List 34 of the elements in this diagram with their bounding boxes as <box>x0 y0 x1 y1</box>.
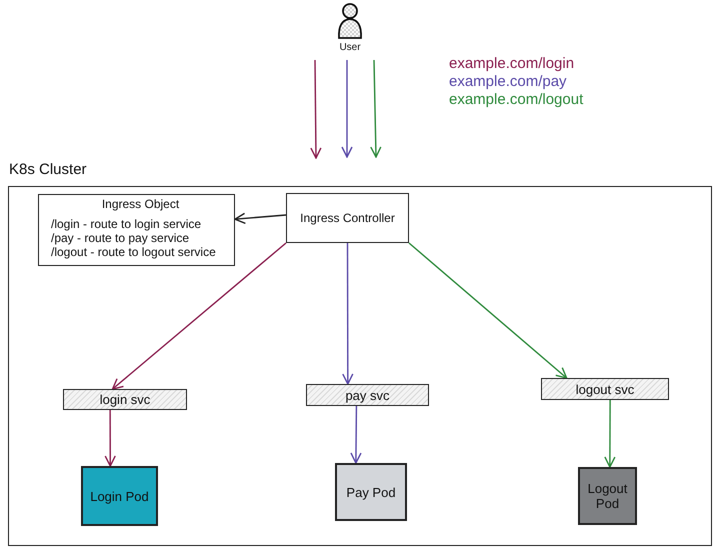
cluster-title: K8s Cluster <box>9 161 87 178</box>
box-label: pay svc <box>345 388 390 402</box>
arrow <box>370 60 382 158</box>
arrow <box>342 243 354 385</box>
route-rule: /login - route to login service <box>51 217 202 231</box>
pod-box <box>335 463 407 521</box>
service-box <box>63 389 187 410</box>
box-label: Login Pod <box>90 488 149 504</box>
box-label: login svc <box>100 392 150 407</box>
url-label: example.com/logout <box>449 91 584 108</box>
box-label: Ingress Controller <box>300 211 395 225</box>
arrow <box>112 242 286 390</box>
route-rule: /pay - route to pay service <box>51 231 190 245</box>
pod-box <box>81 466 158 526</box>
pod-box <box>578 467 637 525</box>
ingress-object-box <box>38 194 235 266</box>
service-box <box>306 384 429 406</box>
arrow <box>104 410 116 467</box>
url-label: example.com/pay <box>449 73 567 90</box>
controller-box <box>286 193 409 243</box>
box-label: Pay Pod <box>346 484 396 500</box>
arrow <box>310 60 322 159</box>
user-label: User <box>339 42 361 53</box>
arrow <box>408 242 568 379</box>
box-label: Logout Pod <box>586 481 628 511</box>
box-label: logout svc <box>576 382 634 396</box>
box-title: Ingress Object <box>102 197 180 211</box>
service-box <box>541 378 669 400</box>
arrow <box>604 400 616 468</box>
url-label: example.com/login <box>449 55 574 72</box>
arrow <box>341 60 353 158</box>
arrow <box>350 406 362 464</box>
route-rule: /logout - route to logout service <box>51 245 217 259</box>
arrow <box>234 212 286 224</box>
